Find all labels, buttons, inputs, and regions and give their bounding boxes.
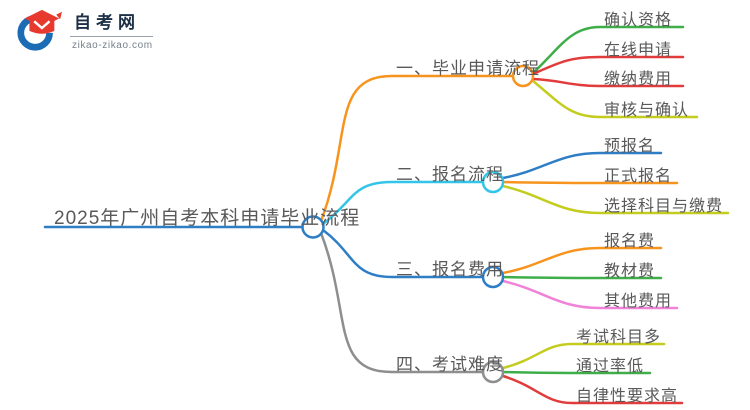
site-logo-title: 自考网 xyxy=(70,8,153,37)
leaf-curve-4-3 xyxy=(501,374,684,405)
leaf-curve-1-1 xyxy=(531,25,685,75)
leaf-label-4-3: 自律性要求高 xyxy=(576,388,679,405)
leaf-curve-3-3 xyxy=(501,279,679,310)
leaf-label-3-1: 报名费 xyxy=(604,233,656,250)
leaf-label-3-2: 教材费 xyxy=(604,263,656,280)
leaf-label-1-3: 缴纳费用 xyxy=(604,71,673,88)
root-node-label: 2025年广州自考本科申请毕业流程 xyxy=(54,208,361,229)
branch-node-circle-2 xyxy=(481,170,505,194)
leaf-label-4-1: 考试科目多 xyxy=(576,329,662,346)
branch-curve-2 xyxy=(321,180,485,226)
leaf-label-2-3: 选择科目与缴费 xyxy=(604,198,724,215)
leaf-label-2-2: 正式报名 xyxy=(604,168,673,185)
leaf-label-4-2: 通过率低 xyxy=(576,358,645,375)
branch-curve-1 xyxy=(319,74,515,223)
leaf-label-1-1: 确认资格 xyxy=(604,12,673,29)
branch-node-circle-1 xyxy=(511,64,535,88)
leaf-curve-1-4 xyxy=(531,79,699,119)
leaf-curve-4-1 xyxy=(501,342,666,370)
branch-curve-3 xyxy=(321,228,485,279)
leaf-curve-3-1 xyxy=(501,246,663,275)
leaf-label-3-3: 其他费用 xyxy=(604,293,673,310)
graduation-cap-icon xyxy=(17,9,62,51)
branch-label-3: 三、报名费用 xyxy=(396,260,504,279)
root-node-circle xyxy=(301,215,325,239)
leaf-curve-2-3 xyxy=(501,184,730,215)
branch-curve-4 xyxy=(319,231,485,374)
site-logo-domain: zikao-zikao.com xyxy=(72,39,153,51)
leaf-curve-1-3 xyxy=(531,77,685,88)
leaf-curve-4-2 xyxy=(501,370,652,375)
leaf-curve-2-2 xyxy=(501,180,679,185)
branch-node-circle-4 xyxy=(481,360,505,384)
leaf-curve-2-1 xyxy=(501,151,663,180)
branch-label-2: 二、报名流程 xyxy=(396,165,504,184)
branch-label-4: 四、考试难度 xyxy=(396,355,504,374)
leaf-label-1-2: 在线申请 xyxy=(604,42,673,59)
leaf-label-1-4: 审核与确认 xyxy=(604,102,690,119)
leaf-curve-3-2 xyxy=(501,275,663,280)
branch-node-circle-3 xyxy=(481,265,505,289)
site-logo: 自考网 zikao-zikao.com xyxy=(16,6,153,52)
leaf-curve-1-2 xyxy=(531,55,685,76)
leaf-label-2-1: 预报名 xyxy=(604,138,656,155)
branch-label-1: 一、毕业申请流程 xyxy=(396,59,540,78)
site-logo-text: 自考网 zikao-zikao.com xyxy=(70,8,153,51)
